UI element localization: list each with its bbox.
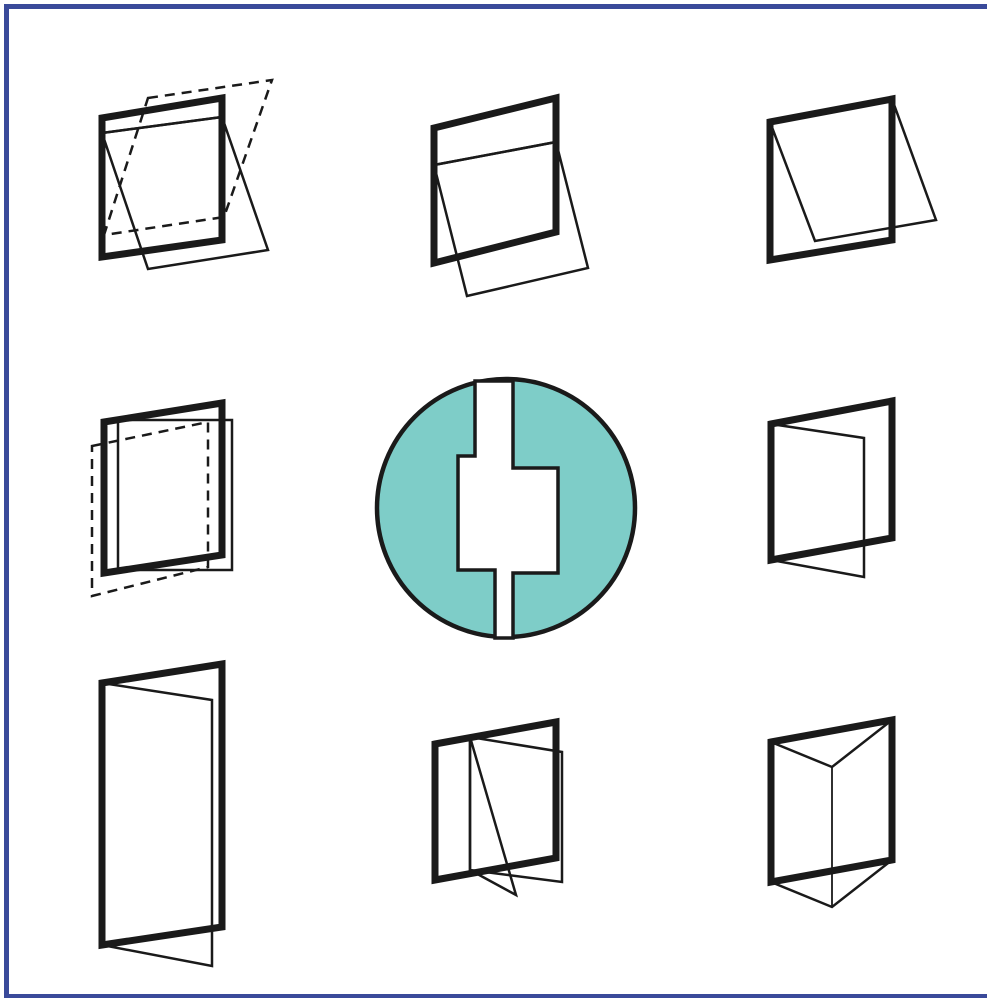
door-side-hung-tall-icon (98, 659, 226, 968)
window-side-hung-icon (767, 396, 896, 579)
window-side-pivot-icon (90, 398, 234, 598)
window-awning-icon (766, 94, 938, 265)
window-top-hung-outward-icon (430, 93, 590, 298)
emblem-circle-icon (374, 376, 638, 640)
window-bifold-icon (767, 715, 896, 909)
window-center-hung-icon (431, 717, 564, 898)
page-border (4, 4, 987, 998)
window-top-hung-pivot-icon (98, 78, 274, 271)
